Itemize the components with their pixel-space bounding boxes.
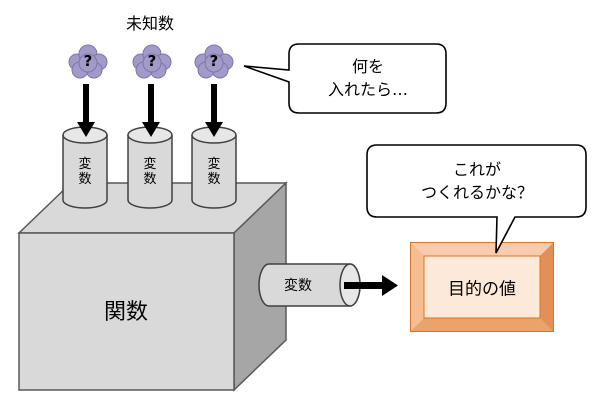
down-arrow-icon xyxy=(77,84,95,137)
function-box xyxy=(17,181,288,392)
unknown-mark: ? xyxy=(209,52,219,70)
bubble-input-text: 何を 入れたら… xyxy=(327,56,409,99)
unknown-mark: ? xyxy=(147,52,157,70)
down-arrow-icon xyxy=(142,84,160,137)
function-box-front xyxy=(18,232,235,391)
target-value-label: 目的の値 xyxy=(448,279,516,300)
speech-bubble-output xyxy=(366,144,587,254)
bubble-output-text: これが つくれるかな？ xyxy=(420,159,534,202)
unknown-mark: ? xyxy=(83,52,93,70)
cloud-icon xyxy=(194,44,234,79)
variable-label-2: 変数 xyxy=(143,157,157,187)
target-value-box xyxy=(410,242,554,332)
cloud-icon xyxy=(132,44,172,79)
right-arrow-icon xyxy=(344,275,398,296)
function-label: 関数 xyxy=(103,300,149,325)
cloud-icon xyxy=(68,44,108,79)
speech-bubble-input xyxy=(243,43,447,114)
unknowns-label: 未知数 xyxy=(125,14,175,33)
down-arrow-icon xyxy=(205,84,223,137)
variable-label-3: 変数 xyxy=(207,157,221,187)
output-variable-label: 変数 xyxy=(284,278,312,294)
variable-label-1: 変数 xyxy=(78,157,92,187)
